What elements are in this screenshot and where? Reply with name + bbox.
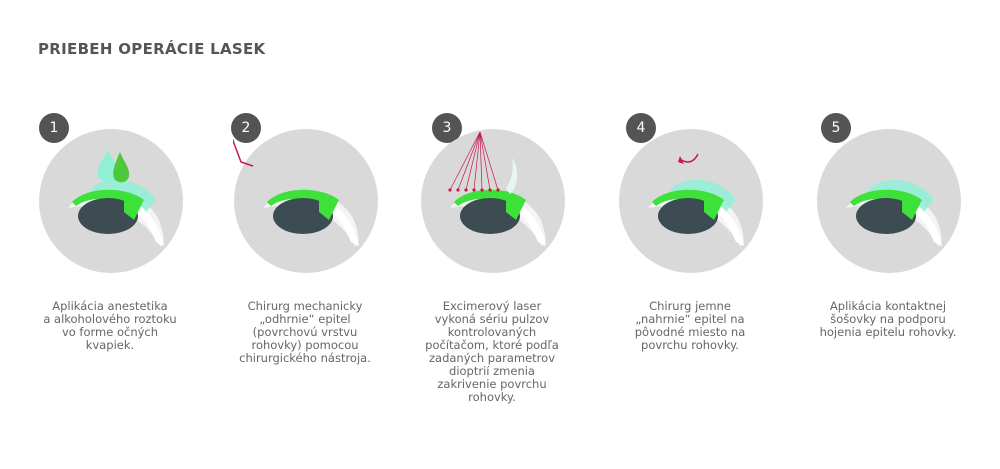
step-number-badge: 5: [821, 113, 851, 143]
eye-illustration-icon: [817, 129, 961, 273]
step-description: Aplikácia anestetika a alkoholového rozt…: [43, 299, 177, 352]
step-number-badge: 1: [39, 113, 69, 143]
curved-arrow-icon: [681, 153, 699, 163]
eye-illustration-icon: [233, 129, 378, 273]
step-number-badge: 4: [626, 113, 656, 143]
step-description: Aplikácia kontaktnej šošovky na podporu …: [819, 299, 957, 339]
step-description: Chirurg mechanicky „odhrnie“ epitel (pov…: [239, 299, 371, 365]
step-description: Chirurg jemne „nahrnie“ epitel na pôvodn…: [634, 299, 746, 352]
surgical-tool-icon: [233, 138, 254, 167]
page-title: PRIEBEH OPERÁCIE LASEK: [38, 40, 266, 58]
eye-illustration-icon: [619, 129, 763, 273]
eye-drops-icon: [97, 150, 130, 183]
step-number-badge: 3: [432, 113, 462, 143]
eye-illustration-icon: [421, 129, 565, 273]
laser-beams-icon: [448, 131, 500, 192]
step-number-badge: 2: [231, 113, 261, 143]
step-description: Excimerový laser vykoná sériu pulzov kon…: [425, 299, 559, 404]
eye-illustration-icon: [39, 129, 183, 273]
